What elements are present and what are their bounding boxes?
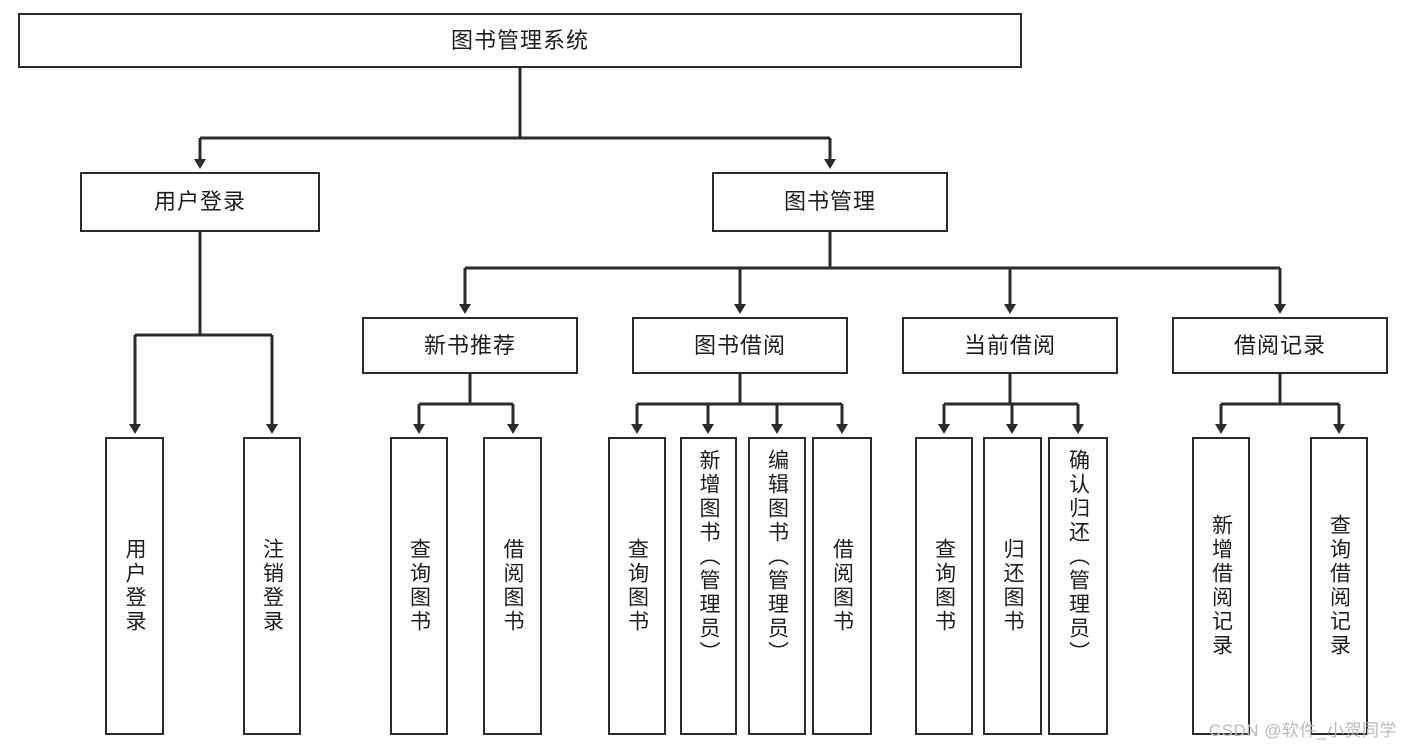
- node-label: 查询图书: [932, 538, 956, 634]
- leaf-return-book[interactable]: 归还图书: [983, 437, 1042, 735]
- leaf-add-borrow-record[interactable]: 新增借阅记录: [1192, 437, 1250, 735]
- node-label: 查询图书: [407, 538, 431, 634]
- node-label: 注销登录: [260, 538, 284, 634]
- leaf-edit-book-admin[interactable]: 编辑图书（管理员）: [748, 437, 806, 735]
- node-new-book-recommend[interactable]: 新书推荐: [362, 317, 578, 374]
- node-book-management-system[interactable]: 图书管理系统: [18, 13, 1022, 68]
- node-label: 编辑图书（管理员）: [765, 449, 789, 665]
- leaf-borrow-book-recommend[interactable]: 借阅图书: [483, 437, 542, 735]
- node-label: 新增借阅记录: [1209, 514, 1233, 658]
- node-book-borrow[interactable]: 图书借阅: [632, 317, 848, 374]
- leaf-query-book-current[interactable]: 查询图书: [915, 437, 973, 735]
- node-label: 图书借阅: [693, 332, 786, 358]
- node-current-borrow[interactable]: 当前借阅: [902, 317, 1118, 374]
- leaf-user-login[interactable]: 用户登录: [105, 437, 164, 735]
- node-label: 借阅图书: [830, 538, 854, 634]
- node-book-management[interactable]: 图书管理: [712, 172, 948, 232]
- leaf-borrow-book[interactable]: 借阅图书: [812, 437, 872, 735]
- node-label: 用户登录: [123, 538, 146, 634]
- node-label: 查询图书: [625, 538, 649, 634]
- node-label: 用户登录: [153, 189, 246, 215]
- leaf-query-book-recommend[interactable]: 查询图书: [390, 437, 448, 735]
- node-borrow-record[interactable]: 借阅记录: [1172, 317, 1388, 374]
- node-label: 当前借阅: [963, 332, 1056, 358]
- leaf-add-book-admin[interactable]: 新增图书（管理员）: [680, 437, 737, 735]
- node-label: 归还图书: [1001, 538, 1024, 634]
- node-label: 图书管理: [783, 189, 876, 215]
- node-label: 查询借阅记录: [1327, 514, 1351, 658]
- leaf-query-borrow-record[interactable]: 查询借阅记录: [1310, 437, 1368, 735]
- node-label: 图书管理系统: [450, 27, 589, 53]
- node-user-login[interactable]: 用户登录: [80, 172, 320, 232]
- node-label: 借阅记录: [1233, 332, 1326, 358]
- node-label: 新书推荐: [423, 332, 516, 358]
- node-label: 新增图书（管理员）: [697, 449, 720, 665]
- node-label: 确认归还（管理员）: [1066, 449, 1090, 665]
- leaf-query-book-borrow[interactable]: 查询图书: [608, 437, 666, 735]
- leaf-confirm-return-admin[interactable]: 确认归还（管理员）: [1048, 437, 1108, 735]
- leaf-logout[interactable]: 注销登录: [243, 437, 301, 735]
- node-label: 借阅图书: [501, 538, 524, 634]
